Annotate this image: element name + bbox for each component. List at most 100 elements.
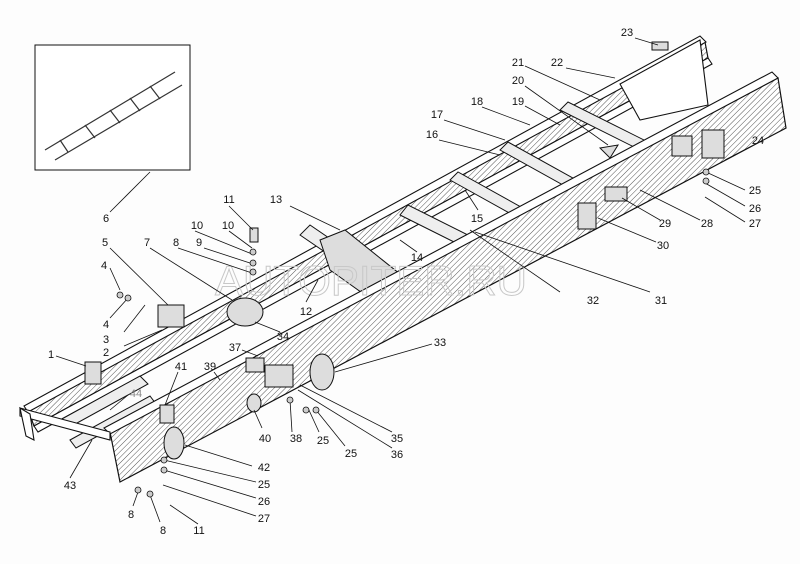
fastener-icon bbox=[286, 396, 294, 404]
fasteners bbox=[116, 168, 710, 498]
leader-line bbox=[184, 444, 253, 467]
leader-line bbox=[524, 85, 609, 146]
callout-7: 7 bbox=[144, 237, 150, 249]
callout-25: 25 bbox=[258, 479, 270, 491]
fastener-icon bbox=[702, 168, 710, 176]
fastener-icon bbox=[312, 406, 320, 414]
callout-12: 12 bbox=[300, 306, 312, 318]
overview-inset bbox=[34, 44, 191, 171]
callout-28: 28 bbox=[701, 218, 713, 230]
callout-3: 3 bbox=[103, 334, 109, 346]
callout-27: 27 bbox=[258, 513, 270, 525]
fastener-icon bbox=[249, 248, 257, 256]
leader-line bbox=[254, 321, 281, 333]
leader-line bbox=[241, 349, 259, 357]
callout-33: 33 bbox=[434, 337, 446, 349]
leader-line bbox=[399, 239, 418, 253]
leader-line bbox=[123, 304, 146, 333]
callout-26: 26 bbox=[258, 496, 270, 508]
leader-line bbox=[163, 459, 257, 483]
callout-8: 8 bbox=[128, 509, 134, 521]
leader-line bbox=[597, 217, 657, 243]
callout-38: 38 bbox=[290, 433, 302, 445]
leader-line bbox=[704, 196, 746, 223]
callout-4: 4 bbox=[103, 319, 109, 331]
leader-line bbox=[704, 182, 746, 207]
callout-32: 32 bbox=[587, 295, 599, 307]
callout-23: 23 bbox=[621, 27, 633, 39]
leader-line bbox=[565, 67, 616, 79]
callout-10: 10 bbox=[222, 220, 234, 232]
callout-2: 2 bbox=[103, 347, 109, 359]
callout-24: 24 bbox=[752, 135, 764, 147]
callout-36: 36 bbox=[391, 449, 403, 461]
callout-13: 13 bbox=[270, 194, 282, 206]
leader-line bbox=[524, 65, 601, 101]
leader-line bbox=[228, 205, 254, 231]
callout-5: 5 bbox=[102, 237, 108, 249]
callout-26: 26 bbox=[749, 203, 761, 215]
leader-line bbox=[123, 329, 163, 347]
callout-34: 34 bbox=[277, 331, 289, 343]
leader-line bbox=[109, 297, 129, 319]
callout-31: 31 bbox=[655, 295, 667, 307]
callout-17: 17 bbox=[431, 109, 443, 121]
fastener-icon bbox=[160, 456, 168, 464]
leader-line bbox=[213, 371, 221, 381]
callout-8: 8 bbox=[173, 237, 179, 249]
leader-lines bbox=[55, 37, 753, 525]
callout-10: 10 bbox=[191, 220, 203, 232]
leader-line bbox=[55, 355, 87, 367]
leader-line bbox=[705, 171, 746, 191]
callout-8: 8 bbox=[160, 525, 166, 537]
callout-14: 14 bbox=[411, 252, 423, 264]
leader-line bbox=[228, 230, 253, 249]
fastener-icon bbox=[134, 486, 142, 494]
leader-line bbox=[634, 37, 659, 46]
fastener-icon bbox=[302, 406, 310, 414]
callout-42: 42 bbox=[258, 462, 270, 474]
leader-line bbox=[639, 189, 701, 221]
leader-line bbox=[724, 145, 753, 161]
leader-line bbox=[109, 394, 129, 411]
callout-11: 11 bbox=[193, 525, 204, 537]
watermark: AUTOPITER.RU bbox=[215, 257, 527, 304]
leader-line bbox=[169, 504, 199, 525]
callout-18: 18 bbox=[471, 96, 483, 108]
leader-line bbox=[69, 439, 93, 479]
fastener-icon bbox=[116, 291, 124, 299]
callout-6: 6 bbox=[103, 213, 109, 225]
leader-line bbox=[297, 389, 393, 449]
callout-1: 1 bbox=[48, 349, 54, 361]
leader-line bbox=[109, 247, 169, 306]
leader-line bbox=[163, 469, 257, 499]
leader-line bbox=[289, 205, 341, 231]
callout-25: 25 bbox=[749, 185, 761, 197]
leader-line bbox=[149, 247, 233, 301]
leader-line bbox=[307, 407, 320, 433]
leader-line bbox=[315, 409, 346, 447]
callout-25: 25 bbox=[345, 448, 357, 460]
callout-30: 30 bbox=[657, 240, 669, 252]
leader-line bbox=[164, 371, 179, 406]
leader-line bbox=[305, 279, 319, 303]
callout-41: 41 bbox=[175, 361, 187, 373]
callout-27: 27 bbox=[749, 218, 761, 230]
callout-22: 22 bbox=[551, 57, 563, 69]
leader-line bbox=[469, 229, 561, 293]
callout-11: 11 bbox=[223, 194, 234, 206]
fastener-icon bbox=[160, 466, 168, 474]
callout-37: 37 bbox=[229, 342, 241, 354]
leader-line bbox=[149, 494, 161, 523]
leader-line bbox=[132, 491, 139, 507]
leader-line bbox=[464, 189, 479, 211]
callout-16: 16 bbox=[426, 129, 438, 141]
fastener-icon bbox=[146, 490, 154, 498]
leader-line bbox=[162, 484, 257, 517]
callout-40: 40 bbox=[259, 433, 271, 445]
callout-29: 29 bbox=[659, 218, 671, 230]
callout-20: 20 bbox=[512, 75, 524, 87]
fastener-icon bbox=[249, 259, 257, 267]
